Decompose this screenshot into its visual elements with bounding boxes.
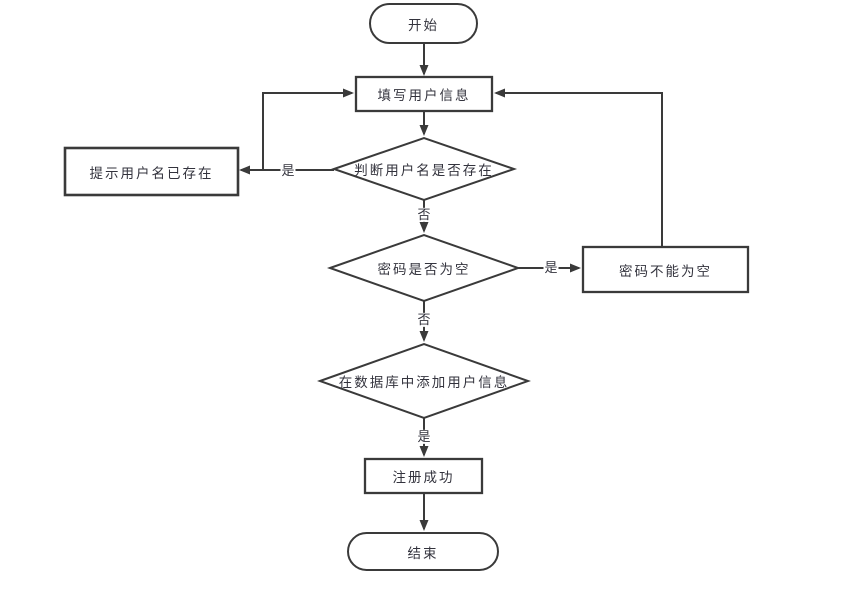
register-success-process-shape <box>363 457 484 495</box>
edge-label-password-yes: 是 <box>543 259 559 276</box>
password-empty-process-shape <box>581 245 750 294</box>
edge-label-username-no: 否 <box>416 206 432 223</box>
edge-label-db-yes: 是 <box>416 428 432 445</box>
edge-username-exists-loop <box>262 88 354 170</box>
add-user-db-decision-shape <box>317 342 531 420</box>
end-terminator-shape <box>347 532 499 571</box>
edge-label-username-yes: 是 <box>280 162 296 179</box>
username-exists-process-shape <box>63 146 240 197</box>
shape-group <box>63 3 750 571</box>
edge-password-empty-loop <box>494 88 663 247</box>
start-terminator-shape <box>369 3 478 44</box>
check-password-decision-shape <box>326 233 522 303</box>
check-username-decision-shape <box>330 136 518 202</box>
fill-info-process-shape <box>354 75 494 113</box>
edge-label-password-no: 否 <box>416 311 432 328</box>
